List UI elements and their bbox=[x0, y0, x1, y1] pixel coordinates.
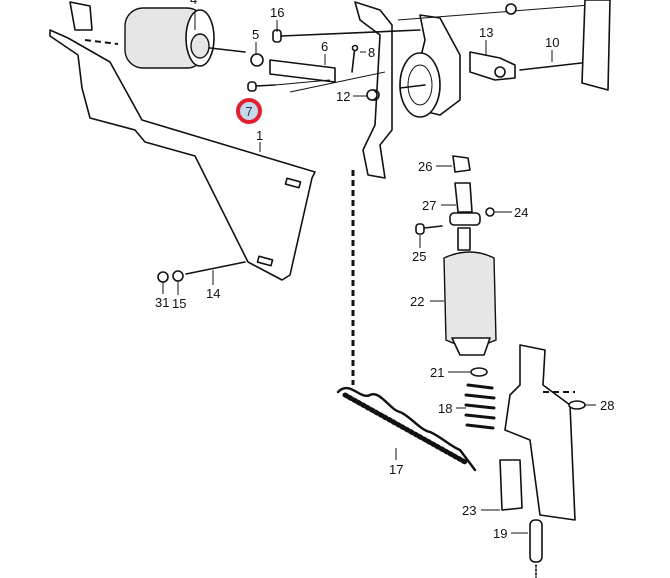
callout-7-highlighted[interactable]: 7 bbox=[236, 98, 262, 124]
callout-12[interactable]: 12 bbox=[336, 89, 351, 104]
callout-21[interactable]: 21 bbox=[430, 365, 445, 380]
callout-31[interactable]: 31 bbox=[155, 295, 170, 310]
callout-13[interactable]: 13 bbox=[479, 25, 494, 40]
callout-22[interactable]: 22 bbox=[410, 294, 425, 309]
callout-15[interactable]: 15 bbox=[172, 296, 187, 311]
callout-18[interactable]: 18 bbox=[438, 401, 453, 416]
callout-6[interactable]: 6 bbox=[321, 39, 329, 54]
callout-16[interactable]: 16 bbox=[270, 5, 285, 20]
solenoid-4 bbox=[69, 1, 246, 69]
callout-8[interactable]: 8 bbox=[368, 45, 376, 60]
callout-4[interactable]: 4 bbox=[190, 0, 197, 6]
callout-5[interactable]: 5 bbox=[252, 27, 260, 42]
callout-28[interactable]: 28 bbox=[600, 398, 615, 413]
callout-23[interactable]: 23 bbox=[462, 503, 477, 518]
callout-24[interactable]: 24 bbox=[514, 205, 529, 220]
callout-7-label: 7 bbox=[245, 103, 253, 119]
callout-17[interactable]: 17 bbox=[389, 462, 404, 477]
bracket-1 bbox=[49, 29, 316, 281]
spring-17 bbox=[336, 386, 477, 472]
spring-18 bbox=[464, 383, 496, 430]
callout-10[interactable]: 10 bbox=[545, 35, 560, 50]
callout-25[interactable]: 25 bbox=[412, 249, 427, 264]
callout-14[interactable]: 14 bbox=[206, 286, 221, 301]
callout-19[interactable]: 19 bbox=[493, 526, 508, 541]
callout-1[interactable]: 1 bbox=[256, 128, 264, 143]
callout-27[interactable]: 27 bbox=[422, 198, 437, 213]
callout-26[interactable]: 26 bbox=[418, 159, 433, 174]
